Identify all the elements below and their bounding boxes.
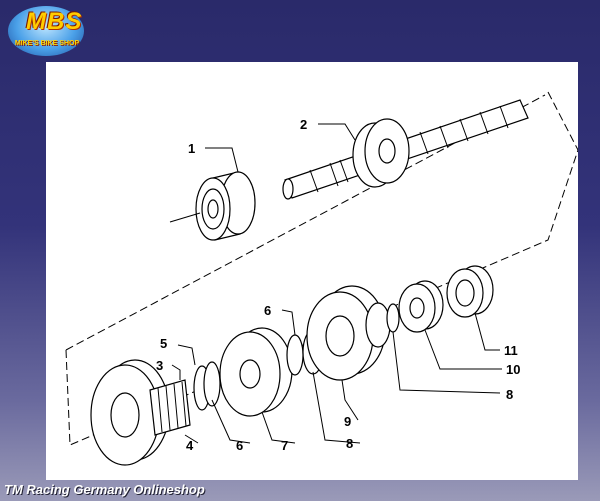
callout-5: 5 [160,336,167,351]
part-4-needle-bearing [149,379,191,436]
part-8-circlip [386,303,400,333]
part-10-gear [398,280,444,333]
part-9-gear [306,285,391,381]
callout-10: 10 [506,362,520,377]
callout-9: 9 [344,414,351,429]
gearbox-shaft-diagram: 1 2 3 4 5 6 7 8 9 6 8 10 11 [65,91,579,466]
callout-8: 8 [346,436,353,451]
part-3-gear [90,359,170,466]
callout-3: 3 [156,358,163,373]
callout-leader-lines [171,123,502,444]
callout-1: 1 [188,141,195,156]
part-11-bearing [446,265,494,318]
callout-6-upper: 6 [264,303,271,318]
callout-6: 6 [236,438,243,453]
part-1-bearing [169,171,256,241]
mbs-logo[interactable]: MBS MIKE'S BIKE SHOP [8,6,84,56]
callout-4: 4 [186,438,194,453]
parts-diagram-panel: 1 2 3 4 5 6 7 8 9 6 8 10 11 [46,62,579,480]
logo-text: MBS [26,8,83,35]
callout-11: 11 [504,343,518,358]
callout-7: 7 [281,438,288,453]
logo-subtext: MIKE'S BIKE SHOP [14,40,80,47]
callout-2: 2 [300,117,307,132]
part-5-6-washers [193,361,221,411]
callout-8-right: 8 [506,387,513,402]
part-2-main-shaft [282,99,529,200]
part-7-gear [219,327,293,417]
footer-shop-title: TM Racing Germany Onlineshop [4,482,205,497]
